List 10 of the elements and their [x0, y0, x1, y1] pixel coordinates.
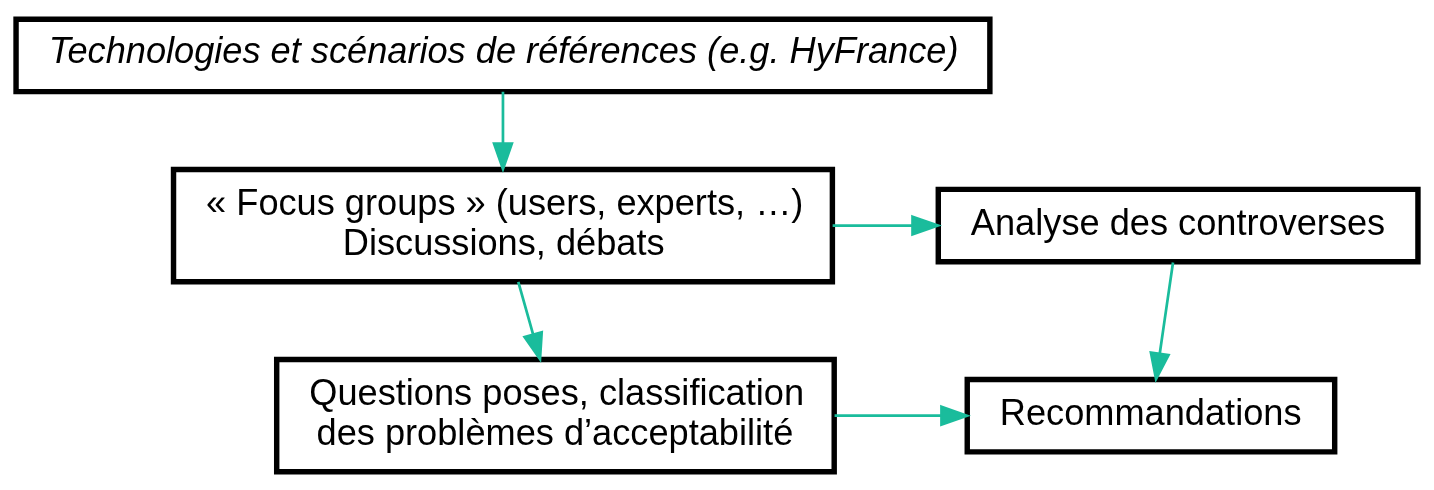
node-box: Recommandations: [964, 376, 1338, 455]
arrow: [517, 280, 544, 363]
arrow: [834, 404, 971, 426]
arrow: [1149, 261, 1175, 383]
node-box: « Focus groups » (users, experts, …) Discussions, débats: [170, 166, 836, 284]
node-box: Analyse des controverses: [935, 186, 1421, 264]
node-box: Questions poses, classification des problèmes d’acceptabilité: [274, 356, 837, 474]
arrow: [832, 214, 942, 236]
arrow: [492, 91, 514, 173]
node-box: Technologies et scénarios de références (e.g. HyFrance): [13, 16, 993, 94]
